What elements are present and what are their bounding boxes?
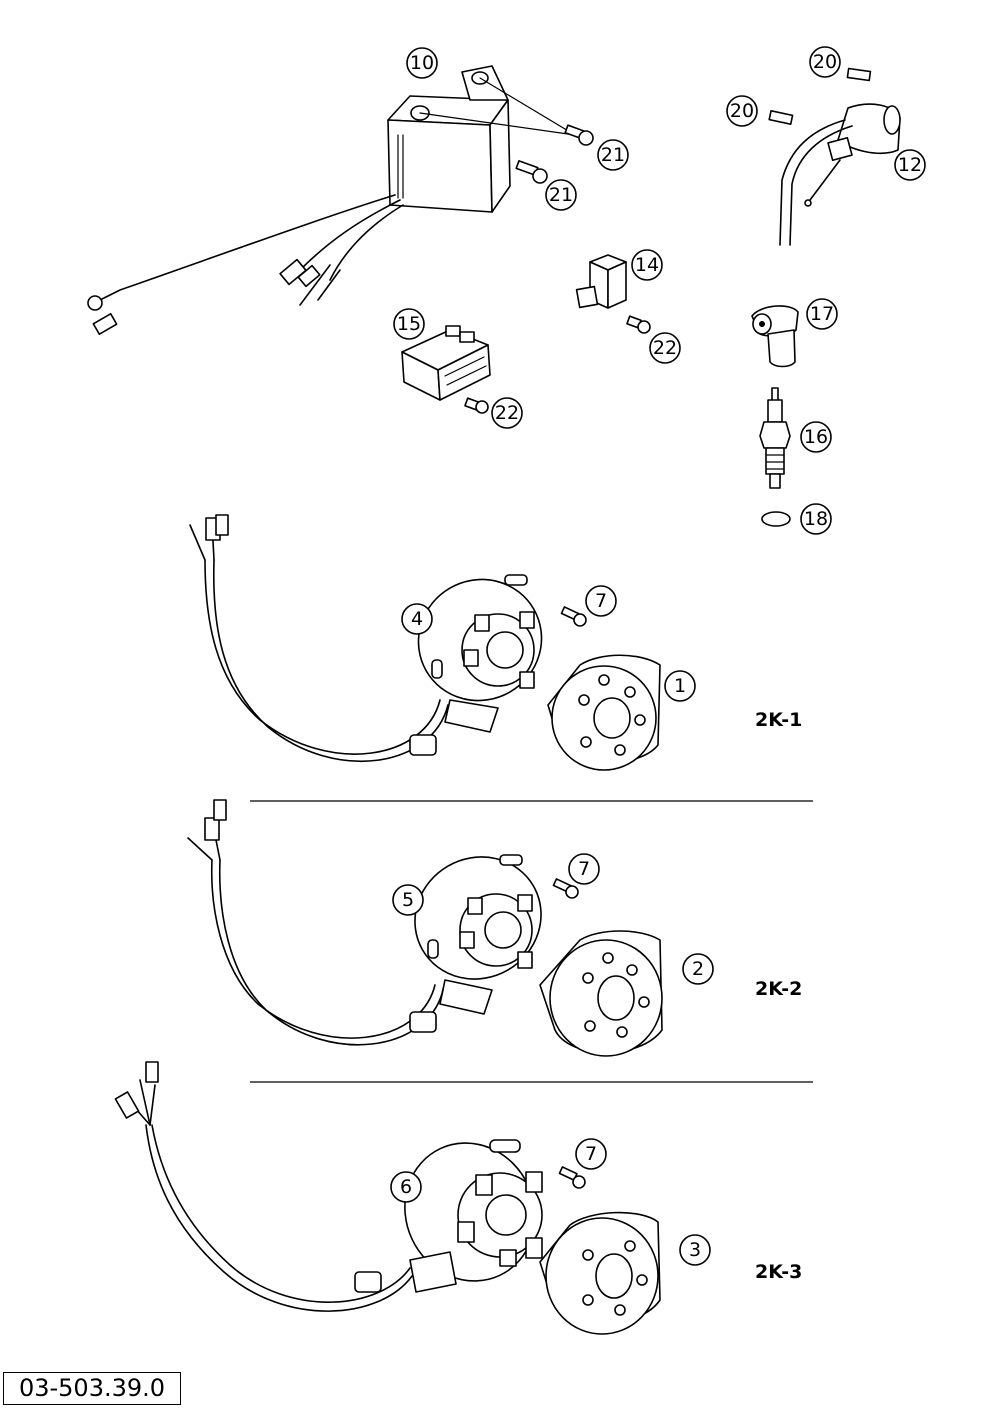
- callout-20-lower: 20: [726, 95, 758, 127]
- callout-16: 16: [800, 421, 832, 453]
- svg-text:1: 1: [674, 675, 686, 697]
- svg-text:7: 7: [595, 590, 607, 612]
- svg-text:20: 20: [813, 51, 837, 73]
- callout-7-2k3: 7: [575, 1138, 607, 1170]
- svg-text:6: 6: [400, 1176, 412, 1198]
- callout-10: 10: [406, 47, 438, 79]
- sealing-washer: [761, 511, 791, 527]
- callout-21-upper: 21: [597, 139, 629, 171]
- svg-text:7: 7: [578, 858, 590, 880]
- stator-2k2: [187, 799, 542, 1046]
- svg-text:20: 20: [730, 100, 754, 122]
- svg-text:18: 18: [804, 508, 828, 530]
- bolt-20-upper: [846, 67, 872, 82]
- svg-text:2: 2: [692, 958, 704, 980]
- bolt-21-lower: [515, 160, 548, 184]
- svg-text:21: 21: [549, 184, 573, 206]
- svg-text:16: 16: [804, 426, 828, 448]
- callout-17: 17: [806, 298, 838, 330]
- rotor-2k2: [539, 930, 663, 1057]
- callout-18: 18: [800, 503, 832, 535]
- callout-1: 1: [664, 670, 696, 702]
- callout-5: 5: [392, 884, 424, 916]
- variant-label-2k1: 2K-1: [755, 709, 802, 731]
- callout-22-relay: 22: [649, 332, 681, 364]
- bolt-7-2k2: [552, 878, 579, 899]
- spark-plug-cap: [751, 305, 799, 368]
- callout-22-regulator: 22: [491, 397, 523, 429]
- voltage-regulator: [401, 325, 491, 401]
- bolt-7-2k1: [560, 606, 587, 627]
- svg-text:10: 10: [410, 52, 434, 74]
- bolt-22-regulator: [464, 397, 489, 414]
- callout-21-lower: 21: [545, 179, 577, 211]
- svg-text:3: 3: [689, 1239, 701, 1261]
- svg-text:7: 7: [585, 1143, 597, 1165]
- bolt-22-relay: [626, 315, 651, 334]
- stator-2k3: [114, 1061, 543, 1312]
- svg-text:22: 22: [495, 402, 519, 424]
- stator-2k1: [189, 514, 543, 763]
- variant-label-2k3: 2K-3: [755, 1261, 802, 1283]
- svg-text:22: 22: [653, 337, 677, 359]
- callout-4: 4: [401, 603, 433, 635]
- callout-7-2k2: 7: [568, 853, 600, 885]
- svg-text:4: 4: [411, 608, 423, 630]
- relay: [575, 254, 627, 309]
- drawing-code: 03-503.39.0: [3, 1372, 181, 1405]
- svg-text:15: 15: [397, 313, 421, 335]
- callout-3: 3: [679, 1234, 711, 1266]
- svg-text:5: 5: [402, 889, 414, 911]
- callout-6: 6: [390, 1171, 422, 1203]
- rotor-2k1: [547, 654, 661, 771]
- callout-15: 15: [393, 308, 425, 340]
- bolt-7-2k3: [558, 1166, 586, 1189]
- callout-12: 12: [894, 149, 926, 181]
- cdi-unit: [87, 65, 576, 335]
- bolt-20-lower: [768, 110, 794, 125]
- callout-2: 2: [682, 953, 714, 985]
- variant-label-2k2: 2K-2: [755, 978, 802, 1000]
- bolt-21-upper: [564, 124, 594, 146]
- callout-20-upper: 20: [809, 46, 841, 78]
- svg-text:21: 21: [601, 144, 625, 166]
- callout-7-2k1: 7: [585, 585, 617, 617]
- rotor-2k3: [539, 1211, 661, 1335]
- svg-text:17: 17: [810, 303, 834, 325]
- spark-plug: [759, 387, 791, 489]
- ignition-coil: [779, 103, 901, 246]
- svg-text:14: 14: [635, 254, 659, 276]
- svg-text:12: 12: [898, 154, 922, 176]
- callout-14: 14: [631, 249, 663, 281]
